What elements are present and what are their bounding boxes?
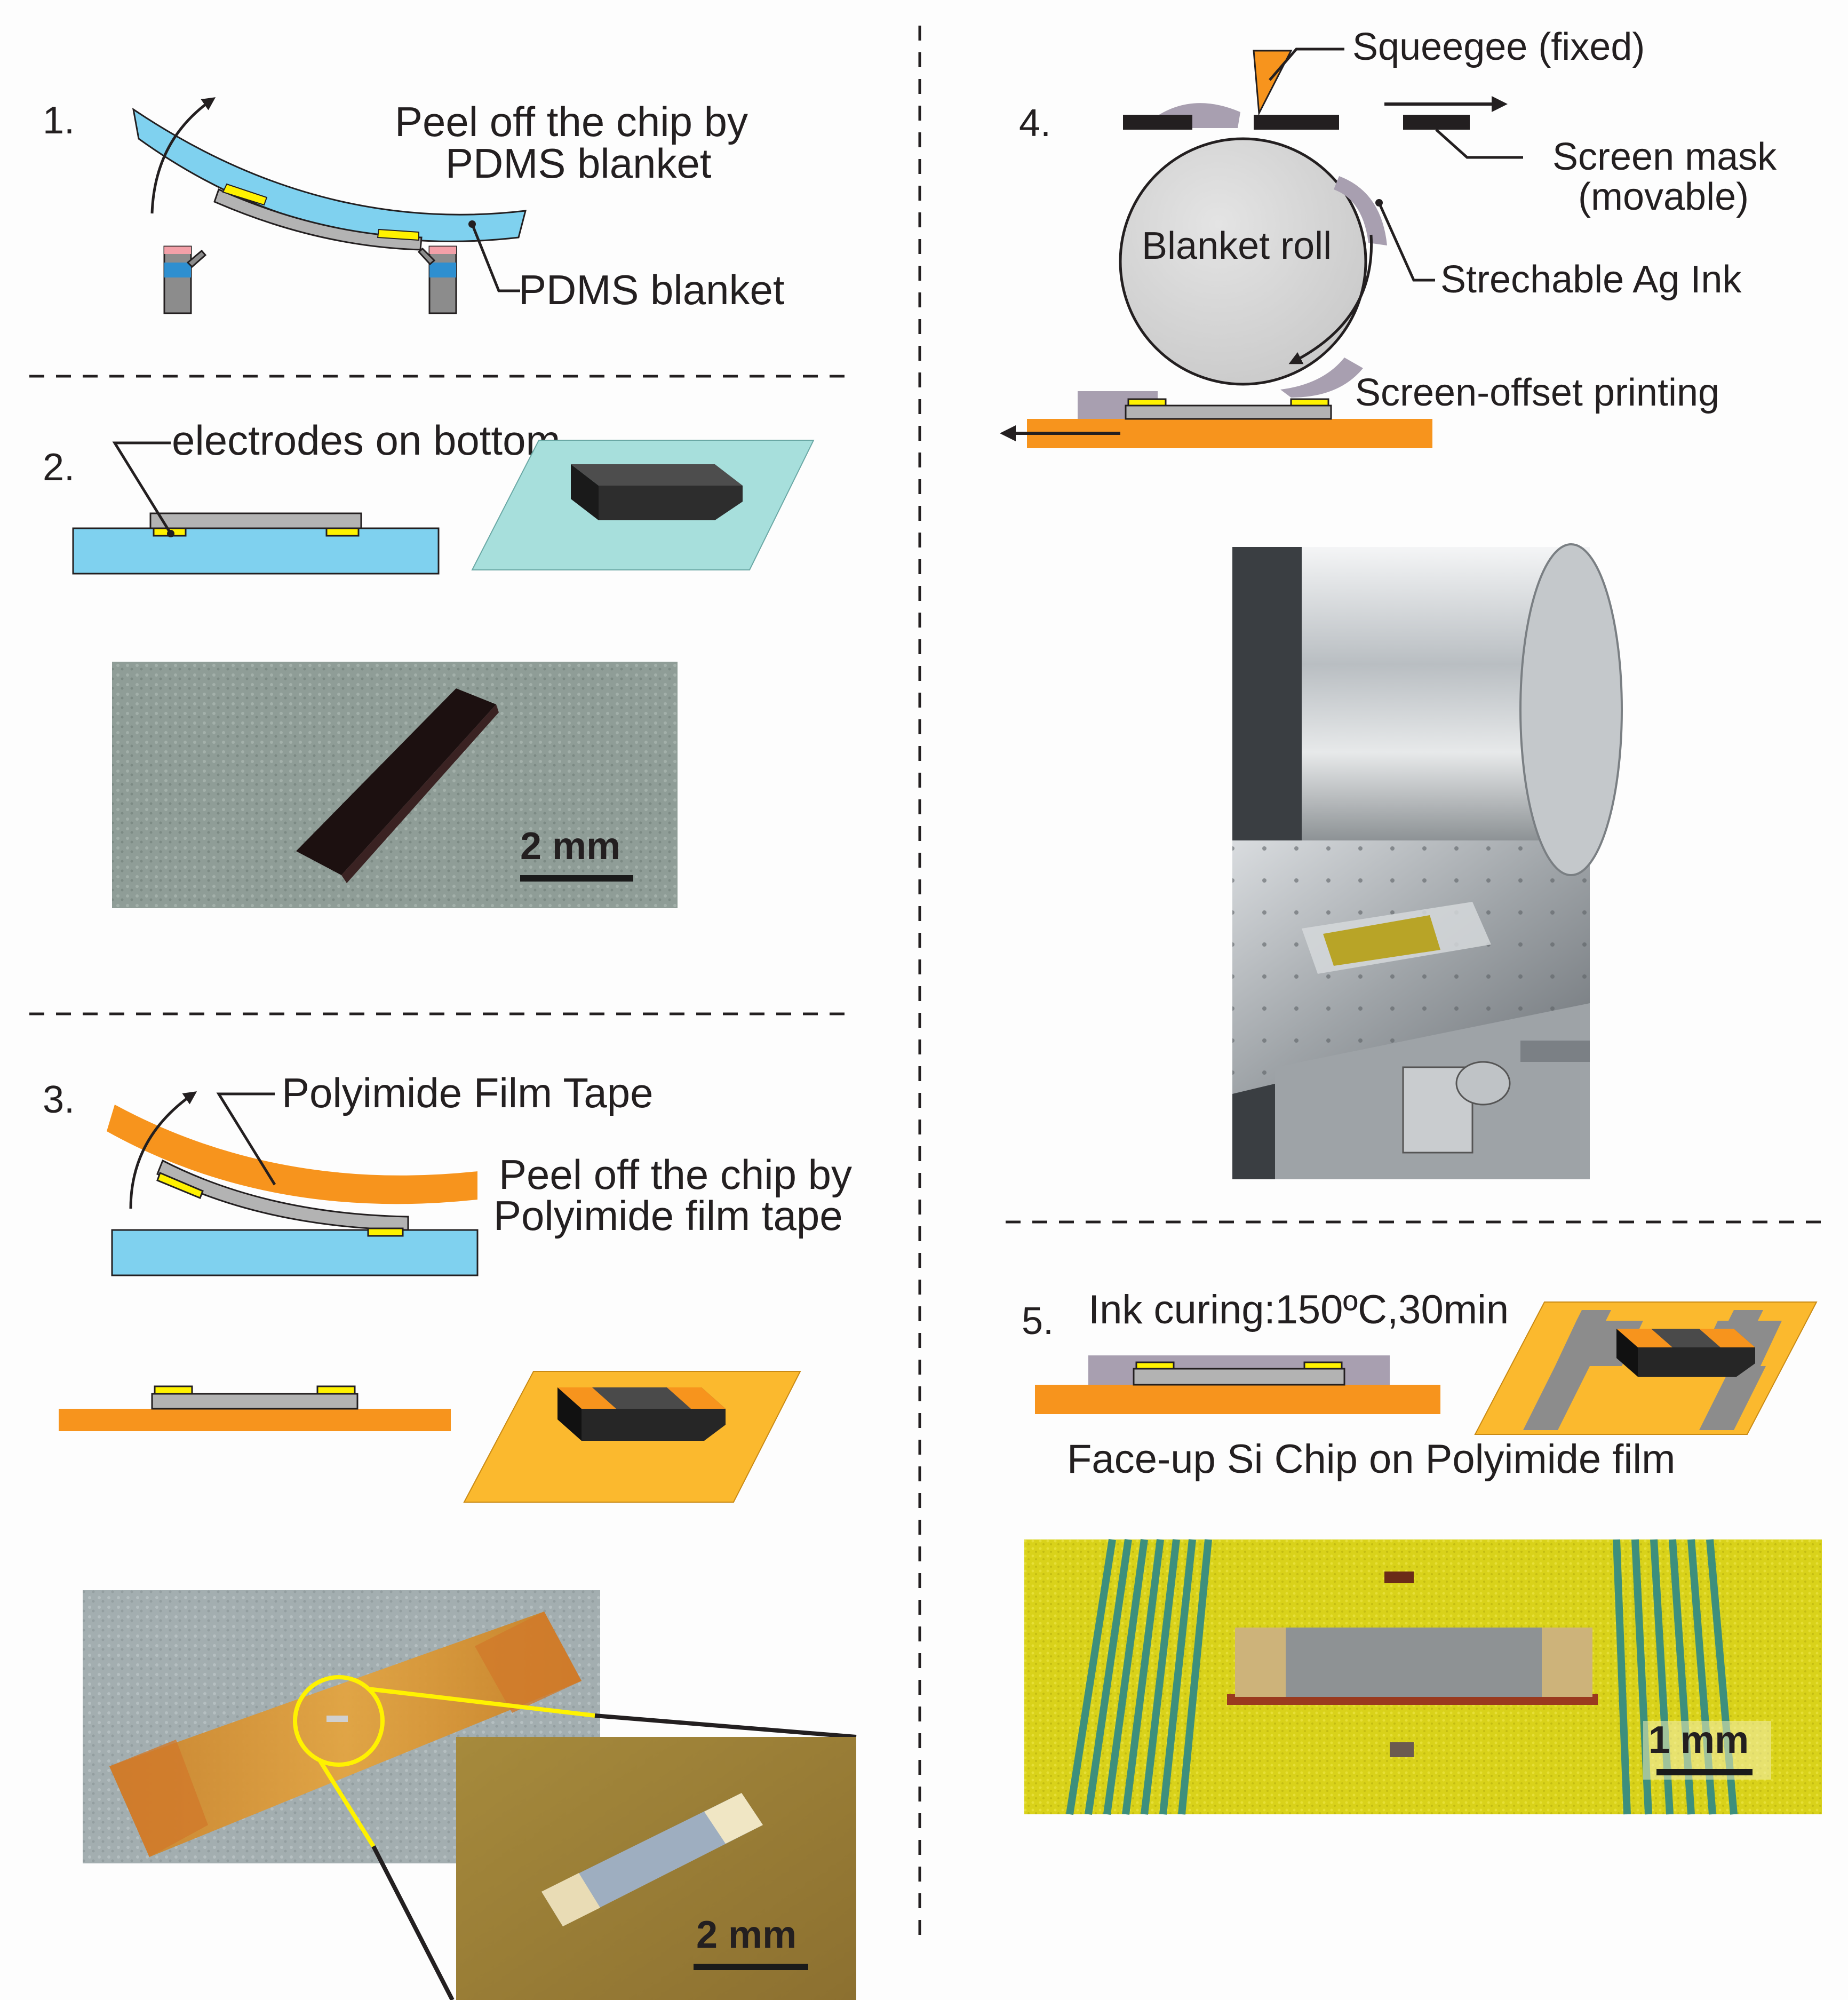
tape-leader: [216, 1092, 276, 1186]
zoom-circle: [293, 1675, 385, 1767]
step-1: 1. Peel off the chip by PDMS blanket PDM…: [43, 97, 785, 314]
chip-in-photo: [1235, 1628, 1592, 1697]
polyimide-film-flat: [1035, 1385, 1440, 1414]
result-photo: 1 mm: [1024, 1538, 1822, 1815]
electrode-left: [222, 183, 268, 206]
screen-mask-label-1: Screen mask: [1552, 136, 1777, 178]
chip-face-up: [151, 1393, 359, 1410]
pdms-blanket-label: PDMS blanket: [519, 266, 785, 313]
squeegee-leader: [1269, 47, 1344, 81]
ag-ink-leader: [1377, 202, 1435, 282]
pdms-substrate: [72, 527, 440, 575]
screen-mask-left: [1123, 115, 1192, 130]
blanket-roll-label: Blanket roll: [1142, 225, 1332, 267]
chip-on-stage: [1125, 404, 1332, 420]
pdms-blanket-leader: [471, 224, 520, 292]
peel-arrow: [129, 1091, 197, 1209]
squeegee-label: Squeegee (fixed): [1352, 26, 1645, 68]
chip-face-up: [1133, 1368, 1345, 1386]
scale-bar: [1656, 1769, 1753, 1775]
electrode-right: [377, 228, 419, 241]
scale-bar: [694, 1964, 808, 1970]
scale-bar-label: 1 mm: [1648, 1719, 1749, 1761]
chip-on-tape: [156, 1159, 409, 1231]
step-5: 5. Ink curing:150ºC,30min Face-up Si Chi…: [1022, 1287, 1822, 1815]
step-number: 3.: [43, 1078, 75, 1121]
peel-arrow: [150, 97, 216, 214]
scale-bar-label: 2 mm: [520, 825, 620, 868]
step-2: 2. electrodes on bottom 2 mm: [43, 417, 815, 908]
step-number: 1.: [43, 99, 75, 142]
screen-mask-right: [1254, 115, 1339, 130]
step-number: 2.: [43, 446, 75, 489]
chip-block-3d: [557, 1387, 726, 1441]
electrodes-on-bottom-label: electrodes on bottom: [172, 417, 560, 464]
chip-face-down: [149, 512, 362, 529]
roll-rotation-arrow: [1288, 234, 1373, 364]
polyimide-film-flat: [59, 1409, 451, 1431]
ink-on-roll-bottom: [1280, 358, 1363, 398]
step3-caption-line1: Peel off the chip by: [499, 1151, 852, 1198]
pdms-substrate: [111, 1229, 479, 1276]
screen-mask-legend: [1403, 115, 1470, 130]
blanket-roll: [1119, 137, 1367, 386]
step-4: 4. Squeegee (fixed) Screen mask (movable…: [1000, 26, 1777, 1179]
polyimide-tape-curved: [107, 1105, 477, 1204]
electrode-right: [325, 527, 360, 537]
tether-left: [163, 245, 207, 314]
electrodes-leader: [112, 441, 172, 535]
tether-right: [417, 245, 457, 314]
chip-block-3d: [1616, 1329, 1755, 1377]
screen-offset-printing-label: Screen-offset printing: [1355, 371, 1719, 414]
zoom-photo: 2 mm: [456, 1737, 856, 2000]
mask-leader: [1435, 129, 1523, 159]
face-up-caption: Face-up Si Chip on Polyimide film: [1067, 1436, 1675, 1482]
curing-label: Ink curing:150ºC,30min: [1088, 1287, 1509, 1332]
step1-caption-line1: Peel off the chip by: [395, 98, 748, 145]
scale-bar-label: 2 mm: [696, 1914, 796, 1956]
printer-photo: [1232, 543, 1623, 1179]
step3-caption-line2: Polyimide film tape: [493, 1192, 843, 1239]
zoom-line-2: [318, 1759, 376, 1848]
scale-bar: [520, 875, 633, 882]
chip-photo-1: 2 mm: [112, 662, 678, 908]
step-3: 3. Polyimide Film Tape Peel off the chip…: [43, 1069, 857, 2000]
step1-caption-line2: PDMS blanket: [445, 140, 712, 187]
ink-on-roll-right: [1334, 176, 1387, 245]
screen-mask-label-2: (movable): [1578, 176, 1749, 218]
ag-ink-label: Strechable Ag Ink: [1440, 258, 1742, 301]
chip-block-3d: [571, 464, 743, 520]
step-number: 5.: [1022, 1300, 1054, 1343]
polyimide-tape-label: Polyimide Film Tape: [282, 1069, 653, 1116]
zoom-line-1: [368, 1687, 595, 1718]
interconnect-lines-left: [1066, 1538, 1212, 1815]
step-number: 4.: [1019, 102, 1051, 145]
